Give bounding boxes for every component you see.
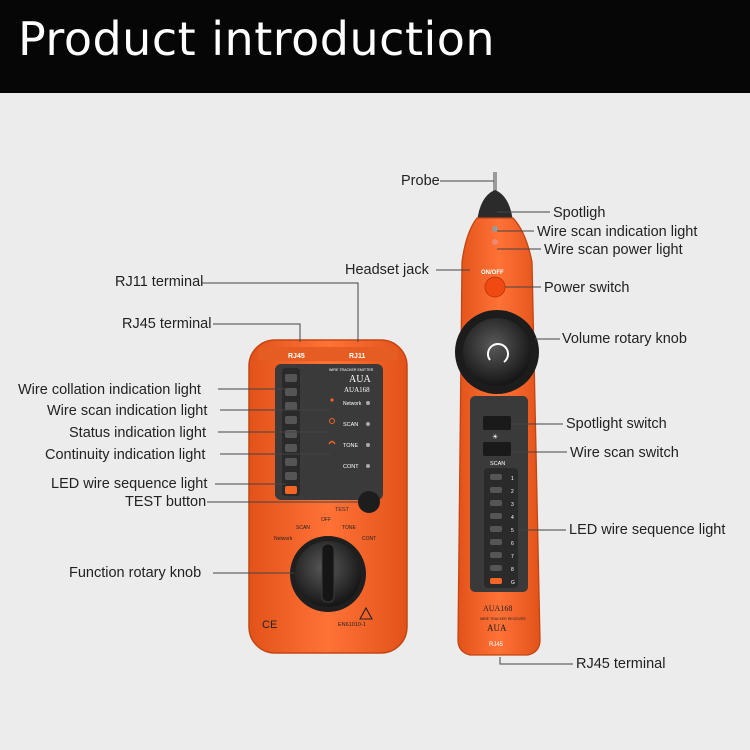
- rx-rj45-port: RJ45: [489, 642, 504, 648]
- callout-wire-scan-switch: Wire scan switch: [570, 445, 679, 461]
- callout-status-light: Status indication light: [69, 425, 207, 441]
- search-icon: [329, 418, 335, 424]
- rx-seq-6: 6: [511, 541, 514, 547]
- knob-label-network: Network: [274, 536, 293, 542]
- rx-scan-label: SCAN: [490, 461, 505, 467]
- callout-power-switch: Power switch: [544, 280, 630, 296]
- header-bar: Product introduction: [0, 0, 750, 93]
- rx-seq-7: 7: [511, 554, 514, 560]
- callout-rj11-terminal: RJ11 terminal: [115, 274, 204, 290]
- rx-seq-3: 3: [511, 502, 514, 508]
- callout-headset-jack: Headset jack: [345, 262, 429, 278]
- tx-standard: EN61010-1: [338, 622, 366, 628]
- power-switch[interactable]: [484, 276, 506, 298]
- probe-tip: [493, 172, 497, 196]
- callout-led-sequence-light-rx: LED wire sequence light: [569, 522, 726, 538]
- tx-mode-scan: SCAN: [343, 422, 358, 428]
- rx-seq-g: G: [511, 580, 515, 586]
- knob-label-off: OFF: [321, 517, 331, 523]
- knob-label-tone: TONE: [342, 525, 356, 531]
- test-button-label: TEST: [335, 507, 350, 513]
- test-button[interactable]: [358, 491, 380, 513]
- callout-spotlight-switch: Spotlight switch: [566, 416, 667, 432]
- network-icon: [330, 398, 334, 402]
- ce-mark: CE: [262, 619, 277, 631]
- callout-wire-collation-light: Wire collation indication light: [18, 382, 201, 398]
- callout-spotlight: Spotligh: [553, 205, 606, 221]
- sun-icon: ☀: [492, 433, 498, 441]
- rx-model: AUA168: [483, 604, 512, 613]
- tx-brand: AUA: [349, 374, 371, 385]
- callout-wire-scan-indication: Wire scan indication light: [537, 224, 698, 240]
- receiver-device: ON/OFF ☀ SCAN 1: [455, 172, 541, 656]
- rx-seq-1: 1: [511, 476, 514, 482]
- callout-probe: Probe: [401, 173, 440, 189]
- rx-wire-scan-power-light: [492, 239, 498, 245]
- knob-label-cont: CONT: [362, 536, 376, 542]
- devices-illustration: RJ45 RJ11 WIRE TRACKER EMITTER AUA AUA16…: [202, 172, 573, 665]
- knob-label-scan: SCAN: [296, 525, 310, 531]
- rx-led-column: [490, 474, 502, 584]
- tx-rj11-port: RJ11: [349, 353, 365, 360]
- tx-model: AUA168: [344, 386, 370, 394]
- onoff-label: ON/OFF: [481, 270, 504, 276]
- tx-rj45-port: RJ45: [288, 353, 305, 360]
- warning-icon: [359, 606, 373, 620]
- tx-subtitle: WIRE TRACKER EMITTER: [329, 368, 374, 372]
- rx-subtitle: WIRE TRACKER RECEIVER: [480, 617, 526, 621]
- tx-led-column: [285, 374, 297, 494]
- callout-rj45-terminal-rx: RJ45 terminal: [576, 656, 666, 672]
- tx-mode-network: Network: [343, 401, 362, 407]
- spotlight-switch[interactable]: [483, 416, 511, 430]
- rx-seq-5: 5: [511, 528, 514, 534]
- rx-seq-4: 4: [511, 515, 514, 521]
- page-title: Product introduction: [18, 12, 496, 66]
- rx-seq-2: 2: [511, 489, 514, 495]
- rx-wire-scan-indicator: [492, 226, 498, 232]
- product-diagram: RJ45 RJ11 WIRE TRACKER EMITTER AUA AUA16…: [0, 93, 750, 750]
- callout-test-button: TEST button: [125, 494, 207, 510]
- callout-volume-knob: Volume rotary knob: [562, 331, 687, 347]
- callout-wire-scan-power: Wire scan power light: [544, 242, 683, 258]
- tx-mode-cont: CONT: [343, 464, 359, 470]
- rx-brand: AUA: [487, 623, 507, 633]
- callout-wire-scan-light: Wire scan indication light: [47, 403, 208, 419]
- leader-lines: [202, 180, 573, 665]
- phone-icon: [328, 440, 336, 445]
- transmitter-device: RJ45 RJ11 WIRE TRACKER EMITTER AUA AUA16…: [248, 339, 408, 654]
- callout-rj45-terminal: RJ45 terminal: [122, 316, 212, 332]
- callout-led-sequence-light: LED wire sequence light: [51, 476, 208, 492]
- callout-function-knob: Function rotary knob: [69, 565, 202, 581]
- callout-continuity-light: Continuity indication light: [45, 447, 206, 463]
- rx-seq-8: 8: [511, 567, 514, 573]
- wire-scan-switch[interactable]: [483, 442, 511, 456]
- tx-mode-tone: TONE: [343, 443, 359, 449]
